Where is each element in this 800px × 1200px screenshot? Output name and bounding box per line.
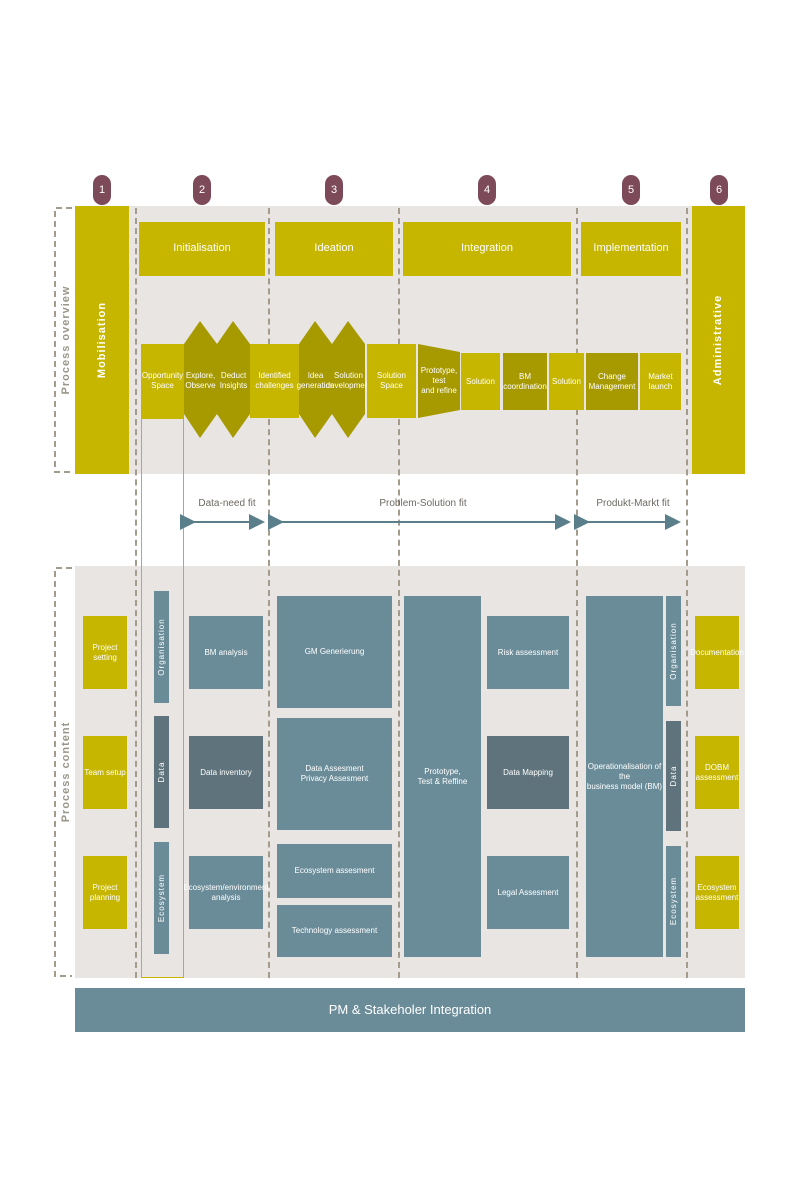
bm-analysis: BM analysis xyxy=(189,616,263,689)
solution-diamond xyxy=(332,321,365,438)
idea-diamond xyxy=(299,321,332,438)
gm-generierung: GM Generierung xyxy=(277,596,392,708)
dobm-assessment: DOBM assessment xyxy=(695,736,739,809)
prototype-funnel xyxy=(418,344,460,418)
ecosystem-label: Ecosystem xyxy=(156,873,166,923)
prototype-test-refine: Prototype, test and refine xyxy=(420,366,458,395)
change-management: Change Management xyxy=(586,353,638,410)
phase-divider xyxy=(398,208,400,978)
produkt-markt-fit-label: Produkt-Markt fit xyxy=(596,498,670,509)
step-badge-6: 6 xyxy=(710,175,728,205)
step-badge-3: 3 xyxy=(325,175,343,205)
solution-1: Solution xyxy=(461,353,500,410)
ecosystem-assessment-right: Ecosystem assessment xyxy=(695,856,739,929)
data-mapping: Data Mapping xyxy=(487,736,569,809)
team-setup: Team setup xyxy=(83,736,127,809)
explore-diamond xyxy=(184,321,217,438)
data-bar xyxy=(154,716,169,828)
data-label: Data xyxy=(156,761,166,783)
deduct-diamond xyxy=(217,321,250,438)
phase-divider xyxy=(686,208,688,978)
organisation-bar-right xyxy=(666,596,681,706)
operationalisation-bm: Operationalisation of the business model… xyxy=(586,596,663,957)
ecosystem-bar xyxy=(154,842,169,954)
phase-implementation: Implementation xyxy=(581,222,681,276)
organisation-bar xyxy=(154,591,169,703)
data-need-fit-label: Data-need fit xyxy=(198,498,256,509)
phase-divider xyxy=(576,208,578,978)
idea-generation: Idea generation xyxy=(296,371,335,390)
step-badge-5: 5 xyxy=(622,175,640,205)
identified-challenges: Identified challenges xyxy=(250,344,299,418)
data-inventory: Data inventory xyxy=(189,736,263,809)
prototype-test-reffine: Prototype, Test & Reffine xyxy=(404,596,481,957)
market-launch: Market launch xyxy=(640,353,681,410)
solution-2: Solution xyxy=(549,353,584,410)
mobilisation-block xyxy=(75,206,129,474)
problem-solution-fit-label: Problem-Solution fit xyxy=(379,498,467,509)
data-privacy-assessment: Data Assesment Privacy Assesment xyxy=(277,718,392,830)
ecosystem-label-right: Ecosystem xyxy=(668,876,678,926)
ecosystem-assessment: Ecosystem assesment xyxy=(277,844,392,898)
risk-assessment: Risk assessment xyxy=(487,616,569,689)
solution-space: Solution Space xyxy=(367,344,416,418)
organisation-label-right: Organisation xyxy=(668,622,678,680)
deduct-insights: Deduct Insights xyxy=(219,371,248,390)
ecosystem-environment-analysis: Ecosystem/environment analysis xyxy=(183,856,269,929)
phase-initialisation: Initialisation xyxy=(139,222,265,276)
phase-divider xyxy=(268,208,270,978)
opportunity-space-outline xyxy=(141,418,184,978)
step-badge-2: 2 xyxy=(193,175,211,205)
opportunity-space: Opportunity Space xyxy=(141,344,184,418)
explore-observe: Explore, Observe xyxy=(185,371,216,390)
technology-assessment: Technology assessment xyxy=(277,905,392,957)
pm-stakeholder-integration: PM & Stakeholer Integration xyxy=(75,988,745,1032)
ecosystem-bar-right xyxy=(666,846,681,957)
documentation: Documentation xyxy=(690,616,744,689)
bm-coordination: BM coordination xyxy=(503,353,547,410)
phase-integration: Integration xyxy=(403,222,571,276)
step-badge-4: 4 xyxy=(478,175,496,205)
phase-ideation: Ideation xyxy=(275,222,393,276)
legal-assessment: Legal Assesment xyxy=(487,856,569,929)
project-planning: Project planning xyxy=(83,856,127,929)
data-label-right: Data xyxy=(668,765,678,787)
organisation-label: Organisation xyxy=(156,618,166,676)
phase-divider xyxy=(135,208,137,978)
data-bar-right xyxy=(666,721,681,831)
step-badge-1: 1 xyxy=(93,175,111,205)
solution-development: Solution development xyxy=(325,371,372,390)
administrative-block xyxy=(692,206,745,474)
project-setting: Project setting xyxy=(83,616,127,689)
